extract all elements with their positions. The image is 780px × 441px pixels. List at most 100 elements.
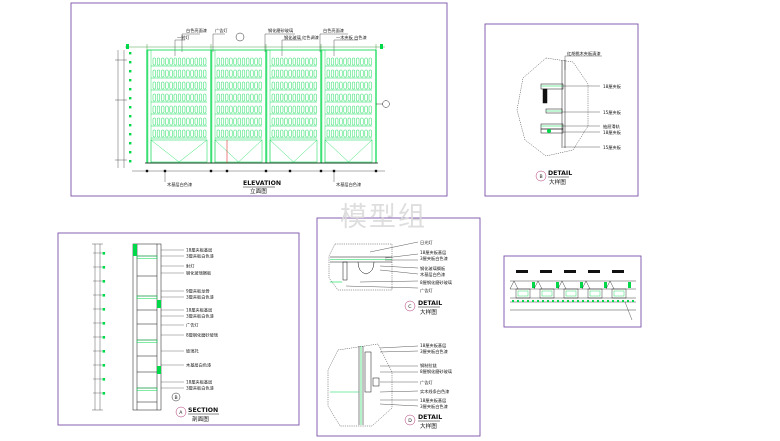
bottle (165, 81, 169, 90)
section-label: 8厘钢化磨砂玻璃 (186, 332, 218, 339)
bottle (351, 117, 356, 126)
bottle (271, 117, 275, 126)
bottle (152, 93, 156, 102)
bottle (216, 105, 220, 114)
bottle (216, 57, 220, 66)
plan-glass (589, 290, 601, 297)
bottle (173, 81, 177, 90)
bottle (237, 69, 241, 78)
section-label: 3厘夹板白色漆 (186, 294, 214, 301)
bottle (190, 129, 194, 138)
plan-chevron (557, 280, 567, 290)
bottle (233, 129, 237, 138)
plan-hatch (527, 300, 529, 302)
bottle (152, 105, 156, 114)
bottle (343, 93, 347, 102)
bottle (250, 129, 254, 138)
section-leaders (161, 249, 184, 389)
bottle (339, 105, 343, 114)
bottle (339, 57, 343, 66)
bottle (161, 105, 165, 114)
bottle (229, 57, 233, 66)
bottle (275, 81, 280, 90)
bottle (241, 81, 246, 90)
bottle (305, 69, 309, 78)
bottle (305, 105, 309, 114)
bottle (347, 117, 351, 126)
bottle (220, 81, 225, 90)
section-bubble-letter: A (179, 410, 183, 416)
bottle (330, 57, 335, 66)
bottle (186, 57, 190, 66)
plan-hatch (532, 300, 534, 302)
bottle (284, 93, 288, 102)
section-marker-b-letter: B (175, 395, 178, 401)
bottle (360, 57, 364, 66)
bottle (177, 129, 182, 138)
bottle (152, 117, 156, 126)
bottle (203, 57, 207, 66)
elev-bottom-dimension-ticks (145, 169, 378, 173)
bottle (339, 129, 343, 138)
bottle (368, 81, 372, 90)
bottle (288, 81, 292, 90)
plan-hatch (622, 300, 624, 302)
elevation-subtitle: 立面图 (250, 187, 267, 195)
dim-tick (332, 169, 336, 173)
bottle (258, 69, 262, 78)
bottle (194, 105, 198, 114)
bottle (364, 81, 368, 90)
bottle (225, 105, 229, 114)
bottle (356, 57, 360, 66)
bottle (156, 105, 161, 114)
bottle (364, 57, 368, 66)
bottle (284, 57, 288, 66)
bottle (284, 129, 288, 138)
bottle (241, 129, 246, 138)
section-label: 3厘夹板白色漆 (186, 385, 214, 392)
bottle (343, 105, 347, 114)
bottle (233, 81, 237, 90)
bottle (246, 117, 250, 126)
bottle (198, 117, 203, 126)
bottle (356, 93, 360, 102)
elev-left-dimension-ticks (129, 52, 132, 163)
elevation-title: ELEVATION (243, 180, 281, 187)
plan-post (556, 282, 559, 288)
bottle (343, 69, 347, 78)
detail-cd-frame (316, 217, 481, 437)
bottle (229, 93, 233, 102)
section-left-dimension-ticks (93, 252, 106, 395)
bottle (165, 129, 169, 138)
detail-d-subtitle: 大样图 (420, 422, 437, 430)
dim-tick (102, 336, 106, 339)
bottle (360, 69, 364, 78)
bottle (292, 69, 296, 78)
bottle (335, 57, 339, 66)
section-shelves (136, 255, 158, 403)
bottle (186, 117, 190, 126)
bottle (356, 117, 360, 126)
bottle (152, 81, 156, 90)
dim-tick (102, 252, 106, 255)
bottle (165, 69, 169, 78)
bottle (296, 117, 301, 126)
post (147, 49, 152, 164)
bottle (313, 81, 317, 90)
bottle (280, 81, 284, 90)
bottle (225, 81, 229, 90)
bottle (313, 129, 317, 138)
bottle (237, 105, 241, 114)
plan-post (604, 282, 607, 288)
elev-section-marker (235, 32, 245, 42)
plan-hatch (572, 300, 574, 302)
detail-d-label-2: 3厘夹板白色漆 (420, 348, 448, 355)
bottle (301, 57, 305, 66)
bottle (288, 57, 292, 66)
bottle (254, 129, 258, 138)
bottle (335, 81, 339, 90)
bottle (169, 129, 173, 138)
bottle (288, 93, 292, 102)
detail-c-clip-boundary (328, 243, 393, 291)
